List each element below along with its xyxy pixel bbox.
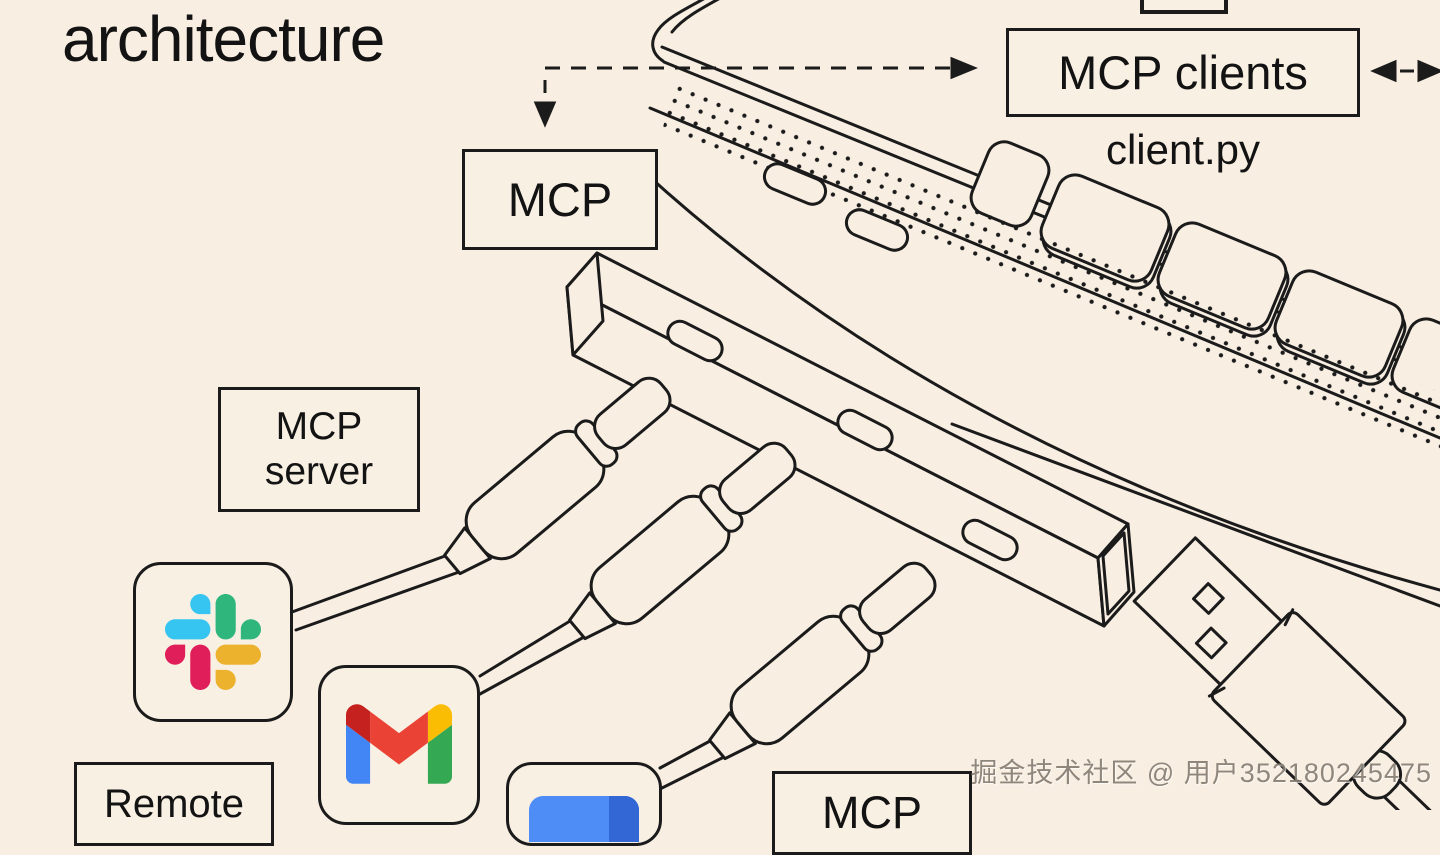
drive-icon (529, 796, 639, 842)
cable-to-drive (658, 739, 726, 790)
laptop-port-cutout (762, 162, 828, 206)
laptop-front-bottom-edge (640, 168, 1440, 592)
gmail-icon (346, 704, 452, 784)
watermark: 掘金技术社区 @ 用户352180245475 (970, 758, 1432, 788)
box-top-partial (1140, 0, 1228, 14)
usb-c-connector (708, 561, 937, 761)
gmail-card (318, 665, 480, 825)
hub-left-cap (565, 251, 605, 357)
usb-a-hole (1192, 582, 1225, 615)
hub-port-cutout (961, 518, 1019, 562)
slack-card (133, 562, 293, 722)
cable-to-gmail (478, 619, 586, 696)
box-remote-label: Remote (103, 781, 245, 826)
arrowhead-right-icon (950, 56, 978, 80)
box-mcp-clients: MCP clients (1006, 28, 1360, 117)
usb-a-cable (1378, 775, 1440, 810)
laptop-illustration (640, 0, 1440, 608)
arrowhead-right-icon (1417, 59, 1440, 83)
box-remote: Remote (74, 762, 274, 846)
box-mcp-server-line1: MCP (275, 404, 363, 448)
laptop-lid-curl-inner (670, 0, 720, 34)
usb-a-hole (1194, 626, 1228, 660)
slack-icon (165, 594, 261, 690)
box-mcp: MCP (462, 149, 658, 250)
box-mcp-label: MCP (507, 173, 613, 226)
box-mcp-bottom-label: MCP (822, 787, 922, 838)
hub-port-cutout (836, 408, 894, 452)
page-title: architecture (62, 3, 385, 75)
architecture-illustration (290, 0, 1440, 810)
usb-hub-illustration (565, 251, 1136, 628)
usb-cables (290, 376, 937, 790)
arrow-bidirectional (1370, 59, 1440, 83)
cable-to-slack (290, 554, 461, 632)
dashed-arrows (533, 56, 1440, 128)
usb-a-bevel (1207, 608, 1295, 698)
box-mcp-server-line2: server (264, 449, 374, 493)
usb-c-connector (568, 441, 797, 641)
usb-a-body (1210, 611, 1407, 806)
laptop-lid-curl (651, 0, 705, 63)
usb-a-connector (1132, 536, 1440, 810)
hub-port-cutout (666, 319, 724, 363)
hub-usb-a-socket (1101, 531, 1131, 616)
arrowhead-down-icon (533, 101, 557, 128)
usb-c-connector (443, 376, 672, 576)
drive-icon-fold (609, 796, 639, 842)
box-mcp-bottom: MCP (772, 771, 972, 855)
box-mcp-server: MCP server (218, 387, 420, 512)
arrowhead-left-icon (1370, 59, 1397, 83)
box-mcp-clients-label: MCP clients (1058, 46, 1308, 99)
drive-card (506, 762, 662, 846)
laptop-base-line (950, 422, 1440, 608)
laptop-port-cutout (844, 208, 910, 252)
client-py-label: client.py (1105, 126, 1261, 173)
